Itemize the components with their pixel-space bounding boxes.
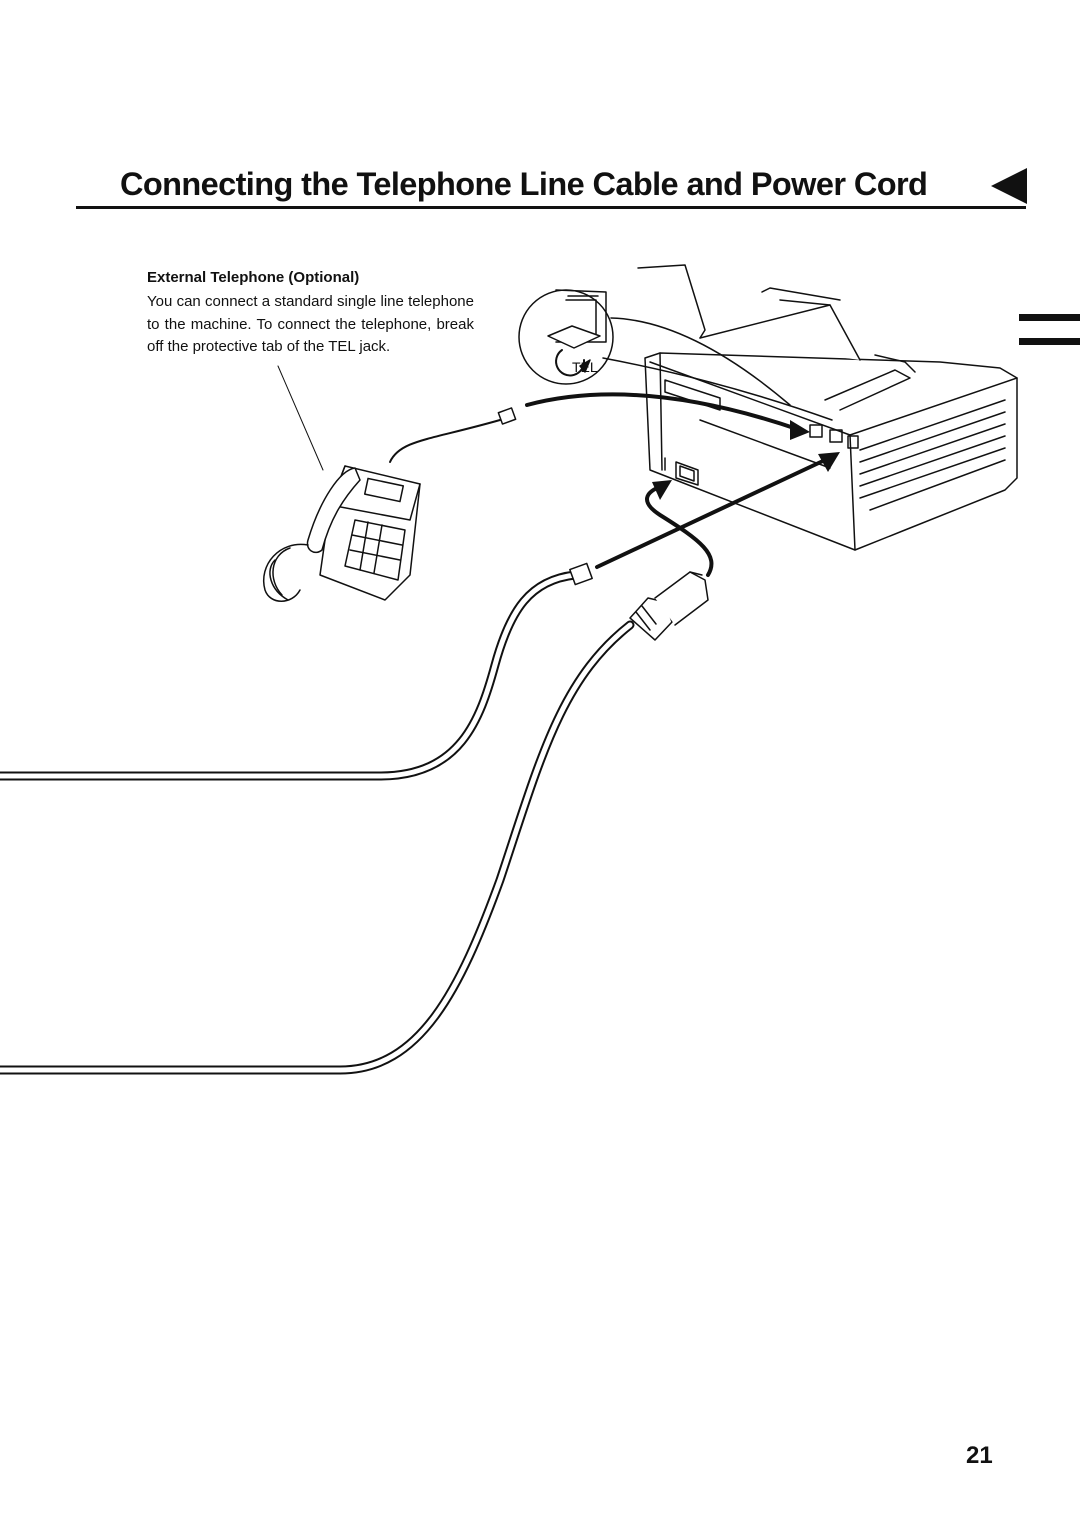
page-title: Connecting the Telephone Line Cable and … [120, 166, 928, 202]
telephone-cord [389, 419, 501, 463]
power-cord [0, 620, 635, 1075]
tab-marker-icon [1019, 314, 1080, 321]
tel-jack-detail [518, 289, 833, 421]
left-triangle-icon [991, 168, 1027, 204]
power-plug-drawing [629, 571, 709, 641]
tab-marker-icon [1019, 338, 1080, 345]
section-body: You can connect a standard single line t… [147, 293, 474, 355]
connection-illustration: TEL [0, 264, 1018, 1075]
telephone-line-cable [0, 570, 580, 781]
section-heading: External Telephone (Optional) [147, 269, 360, 286]
tel-jack-label: TEL [572, 359, 598, 375]
fax-machine-drawing [637, 264, 1018, 551]
title-underline [76, 206, 1026, 209]
telephone-drawing [262, 465, 421, 602]
leader-line [277, 365, 324, 471]
page-number: 21 [966, 1442, 993, 1469]
